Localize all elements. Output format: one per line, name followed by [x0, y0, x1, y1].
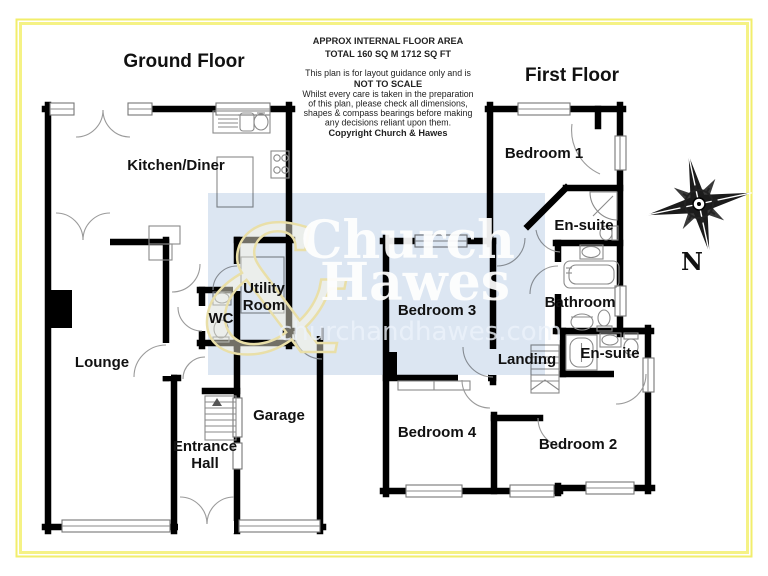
watermark-panel: [208, 193, 545, 375]
disclaimer-line: NOT TO SCALE: [354, 79, 422, 89]
toilet-icon: [596, 309, 613, 332]
first-floor-fixtures: [530, 191, 639, 394]
stairs-up-arrow-icon: [212, 398, 222, 406]
floor-area-line1: APPROX INTERNAL FLOOR AREA: [313, 36, 464, 46]
room-label-garage: Garage: [253, 407, 305, 424]
watermark-brand-line2: Hawes: [320, 252, 510, 313]
front-door-icon: [206, 496, 235, 525]
window-icon: [642, 357, 655, 393]
garage-door-slot: [232, 442, 243, 470]
window-icon: [517, 102, 571, 116]
french-door-icon: [102, 109, 131, 138]
garage-door-icon: [238, 519, 321, 533]
window-icon: [127, 102, 153, 116]
titles: Ground Floor First Floor: [123, 51, 619, 86]
chimney-breast: [45, 290, 72, 328]
double-door-icon: [55, 212, 84, 241]
room-label-bedroom1: Bedroom 1: [505, 145, 583, 162]
window-icon: [585, 481, 635, 495]
sink-icon: [599, 332, 622, 348]
sink-icon: [570, 313, 594, 331]
ground-floor-title: Ground Floor: [123, 51, 245, 72]
window-icon: [614, 135, 627, 171]
garage-door-slot: [232, 397, 243, 438]
window-icon: [61, 519, 171, 533]
door-icon: [571, 123, 601, 175]
watermark-brand-line1: Church: [301, 210, 515, 271]
window-icon: [405, 484, 463, 498]
disclaimer-line: Copyright Church & Hawes: [329, 128, 448, 138]
room-label-kitchen-diner: Kitchen/Diner: [127, 157, 225, 174]
room-label-landing: Landing: [498, 351, 556, 368]
window-icon: [614, 285, 627, 317]
door-icon: [461, 379, 491, 409]
room-label-bedroom4: Bedroom 4: [398, 424, 477, 441]
window-icon: [49, 102, 75, 116]
floor-area-line2: TOTAL 160 SQ M 1712 SQ FT: [325, 49, 451, 59]
watermark-ampersand: &: [200, 191, 356, 394]
ground-floor-windows: [49, 102, 321, 533]
compass-rose-icon: N: [646, 154, 752, 276]
compass-north-label: N: [681, 247, 703, 276]
shower-icon: [589, 191, 618, 221]
watermark: & Church Hawes churchandhawes.com: [199, 190, 562, 396]
watermark-website: churchandhawes.com: [278, 317, 562, 347]
toilet-icon: [623, 332, 639, 356]
room-label-utility-2: Room: [243, 297, 286, 314]
room-label-lounge: Lounge: [75, 354, 129, 371]
shower-icon: [565, 334, 598, 371]
room-label-entrance-2: Hall: [191, 455, 219, 472]
room-label-ensuite1: En-suite: [554, 217, 613, 234]
french-door-icon: [75, 109, 104, 138]
room-label-entrance-1: Entrance: [173, 438, 237, 455]
disclaimer-line: any decisions reliant upon them.: [325, 118, 451, 128]
door-icon: [182, 356, 206, 380]
page-border: [15, 18, 753, 558]
window-icon: [215, 102, 271, 116]
disclaimer-line: This plan is for layout guidance only an…: [305, 68, 471, 78]
sink-icon: [579, 244, 604, 260]
first-floor-title: First Floor: [525, 65, 620, 86]
disclaimer-line: of this plan, please check all dimension…: [308, 99, 467, 109]
disclaimer-line: shapes & compass bearings before making: [304, 108, 473, 118]
toilet-icon: [599, 225, 619, 241]
room-label-bedroom3: Bedroom 3: [398, 302, 476, 319]
room-labels: Kitchen/Diner Lounge Utility Room WC Ent…: [75, 145, 640, 472]
room-label-utility-1: Utility: [243, 280, 285, 297]
room-label-bedroom2: Bedroom 2: [539, 436, 617, 453]
room-label-wc: WC: [209, 310, 234, 327]
staircase: [204, 395, 237, 441]
room-label-bathroom: Bathroom: [545, 294, 616, 311]
hob-icon: [270, 150, 290, 179]
bathtub-icon: [563, 260, 620, 289]
window-icon: [509, 484, 555, 498]
header-disclaimer: APPROX INTERNAL FLOOR AREA TOTAL 160 SQ …: [302, 36, 473, 138]
kitchen-sink-icon: [212, 110, 271, 134]
door-icon: [537, 417, 569, 449]
door-icon: [133, 344, 167, 378]
first-floor-plan: [379, 101, 656, 498]
door-icon: [615, 373, 647, 405]
disclaimer-line: Whilst every care is taken in the prepar…: [302, 89, 473, 99]
door-icon: [177, 306, 203, 332]
door-icon: [171, 263, 201, 293]
room-label-ensuite2: En-suite: [580, 345, 639, 362]
front-door-icon: [179, 496, 208, 525]
double-door-icon: [82, 212, 111, 241]
cupboard: [148, 243, 173, 261]
